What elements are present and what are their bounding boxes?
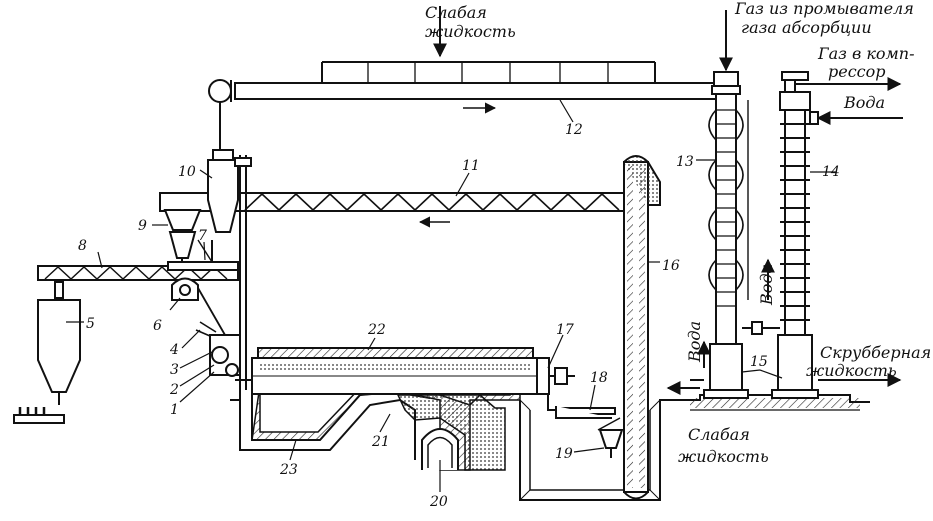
- furnace-22: [251, 347, 575, 411]
- label-weak-liquid-top-1: Слабая: [425, 3, 487, 22]
- label-weak-liquid-bottom-2: жидкость: [678, 447, 769, 466]
- callout-20: 20: [429, 494, 448, 510]
- callout-15: 15: [750, 354, 768, 370]
- scrubber-column-14: [771, 71, 903, 399]
- callout-17: 17: [556, 322, 574, 338]
- label-gas-to-compressor-2: рессор: [828, 62, 886, 81]
- callout-19: 19: [555, 446, 573, 462]
- callout-6: 6: [153, 318, 162, 334]
- callout-10: 10: [178, 164, 196, 180]
- callout-11: 11: [462, 158, 480, 174]
- absorber-column-13: [690, 10, 749, 399]
- callout-3: 3: [170, 362, 179, 378]
- callout-8: 8: [78, 238, 87, 254]
- label-water-mid: Вода: [757, 264, 776, 306]
- callout-4: 4: [169, 342, 179, 358]
- crusher-6: [171, 277, 226, 336]
- callout-13: 13: [676, 154, 694, 170]
- label-water-low: Вода: [685, 321, 704, 363]
- callout-12: 12: [565, 122, 583, 138]
- tray-18: [555, 406, 624, 458]
- callout-22: 22: [367, 322, 386, 338]
- callouts: [66, 99, 836, 492]
- cyclone-10: [207, 102, 252, 390]
- ground-foundation: [230, 374, 870, 501]
- elevator-16: [623, 155, 661, 500]
- label-scrubber-liquid-2: жидкость: [806, 361, 897, 380]
- callout-2: 2: [169, 382, 179, 398]
- label-weak-liquid-top-2: жидкость: [425, 22, 516, 41]
- label-gas-to-compressor-1: Газ в комп-: [817, 44, 915, 63]
- callout-5: 5: [86, 316, 95, 332]
- bunker-5: [13, 281, 81, 424]
- callout-7: 7: [198, 228, 207, 244]
- label-gas-from-washer-2: газа абсорбции: [741, 18, 872, 37]
- callout-21: 21: [371, 434, 390, 450]
- callout-1: 1: [170, 402, 179, 418]
- callout-18: 18: [590, 370, 608, 386]
- callout-16: 16: [662, 258, 680, 274]
- pipe-12: [208, 61, 726, 104]
- label-gas-from-washer-1: Газ из промывателя: [734, 0, 914, 18]
- callout-14: 14: [822, 164, 840, 180]
- feed-mechanism: [195, 321, 252, 381]
- label-weak-liquid-bottom-1: Слабая: [688, 425, 750, 444]
- labels: Слабая жидкость Газ из промывателя газа …: [425, 0, 931, 466]
- chamber-23: [396, 394, 506, 471]
- callout-9: 9: [138, 218, 147, 234]
- callout-23: 23: [279, 462, 298, 478]
- label-water-top: Вода: [843, 93, 885, 112]
- label-scrubber-liquid-1: Скрубберная: [820, 343, 931, 362]
- hopper-9: [163, 209, 202, 266]
- water-connections: [666, 258, 780, 395]
- numbers: 1 2 3 4 5 6 7 8 9 10 11 12 13 14 15 16 1…: [78, 122, 840, 510]
